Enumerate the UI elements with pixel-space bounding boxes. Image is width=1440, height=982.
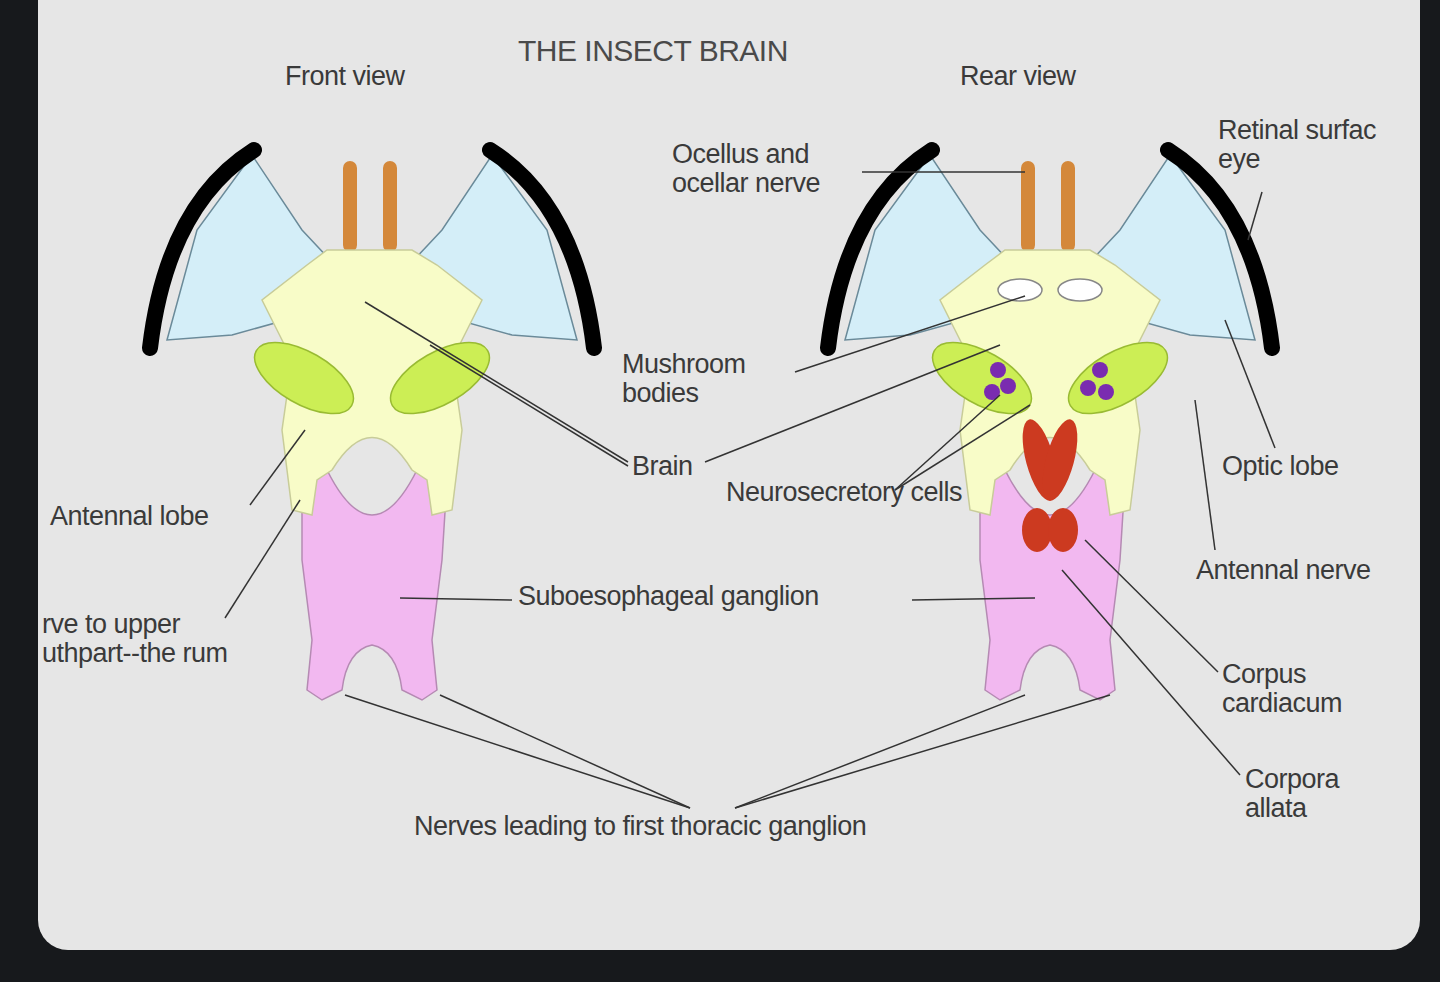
neurosecretory-cell [1098,384,1114,400]
leader-line [735,695,1025,808]
leader-line [250,430,305,505]
neurosecretory-cell [1080,380,1096,396]
neurosecretory-cell [1000,378,1016,394]
leader-line [225,500,300,618]
corpus-allatum [1022,508,1052,552]
front-view-brain [150,150,594,700]
part-label: Antennal nerve [1196,556,1431,585]
corpus-allatum [1048,508,1078,552]
leader-line [430,345,628,466]
mushroom-body [1058,279,1102,301]
rear-view-extras [984,279,1114,552]
part-label: Brain [632,452,732,481]
part-label: Ocellus and ocellar nerve [672,140,872,198]
leader-line [1248,192,1262,240]
part-label: Mushroom bodies [622,350,792,408]
part-label: Optic lobe [1222,452,1402,481]
part-label: Front view [285,62,485,91]
corpus-cardiacum [1036,416,1085,504]
leader-line [1195,400,1215,550]
part-label: Corpora allata [1245,765,1405,823]
leader-line [1062,570,1240,775]
neurosecretory-cell [1092,362,1108,378]
leader-lines [225,172,1275,808]
part-label: Antennal lobe [50,502,250,531]
leader-line [862,171,1025,173]
leader-line [795,296,1025,372]
neurosecretory-cell [990,362,1006,378]
leader-line [912,598,1035,600]
part-label: Neurosecretory cells [726,478,966,507]
part-label: Suboesophageal ganglion [518,582,918,611]
leader-line [735,695,1110,808]
leader-line [705,345,1000,462]
leader-line [345,695,690,808]
part-label: Retinal surfac eye [1218,116,1418,174]
leader-line [365,302,628,462]
leader-line [1225,320,1275,448]
part-label: Nerves leading to first thoracic ganglio… [414,812,1014,841]
leader-line [895,395,1000,490]
rear-view-brain [828,150,1272,700]
part-label: Rear view [960,62,1160,91]
panel [38,0,1420,950]
leader-line [400,598,512,600]
part-label: rve to upper uthpart--the rum [42,610,242,668]
part-label: Corpus cardiacum [1222,660,1397,718]
diagram-title: THE INSECT BRAIN [518,34,788,68]
leader-line [440,695,690,808]
